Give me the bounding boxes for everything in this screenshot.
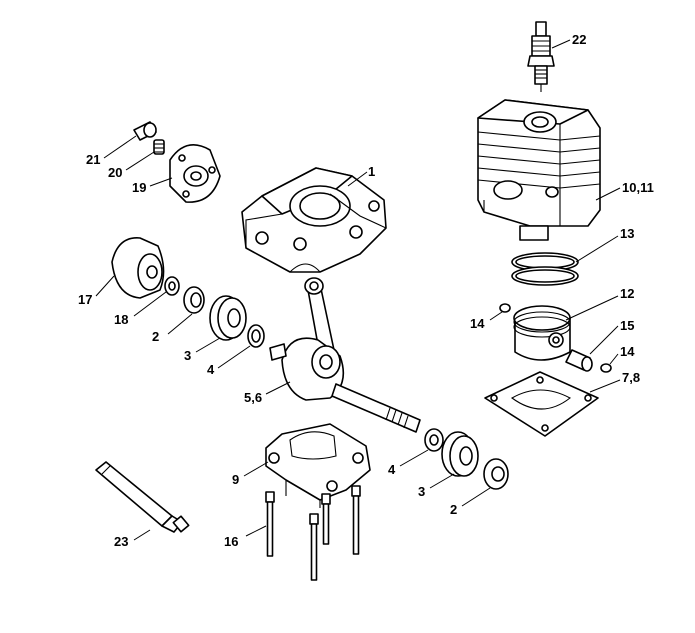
leader-14a (489, 311, 503, 321)
circlip-part (499, 303, 612, 373)
piston-part (513, 305, 571, 361)
leader-16 (245, 525, 267, 537)
callout-3-right: 3 (418, 484, 425, 499)
leader-2a (167, 313, 193, 335)
callout-labels: 1 2 2 3 3 4 4 5,6 7,8 9 10,11 12 13 14 1… (78, 32, 654, 549)
leader-9 (243, 461, 269, 477)
leader-19 (149, 177, 173, 187)
callout-2-right: 2 (450, 502, 457, 517)
callout-14-right: 14 (620, 344, 635, 359)
callout-4-left: 4 (207, 362, 215, 377)
callout-2-left: 2 (152, 329, 159, 344)
leader-1011 (595, 187, 621, 201)
piston-pin-part (565, 349, 593, 372)
screw-3 (321, 493, 331, 545)
leader-22 (551, 39, 571, 49)
banjo-fitting-part (133, 121, 157, 141)
washer-part (164, 276, 180, 296)
callout-13: 13 (620, 226, 634, 241)
callout-23: 23 (114, 534, 128, 549)
callout-16: 16 (224, 534, 238, 549)
callout-3-left: 3 (184, 348, 191, 363)
leader-4b (399, 449, 429, 467)
crankcase-lower-part (265, 423, 371, 508)
screws-part (265, 485, 361, 581)
callout-14-left: 14 (470, 316, 485, 331)
callout-21: 21 (86, 152, 100, 167)
leader-56 (265, 381, 291, 395)
callout-20: 20 (108, 165, 122, 180)
leader-12 (565, 295, 619, 321)
callout-17: 17 (78, 292, 92, 307)
leader-13 (575, 235, 619, 263)
leader-3a (195, 337, 221, 353)
leader-4a (217, 345, 251, 369)
cylinder-part (477, 99, 601, 241)
callout-12: 12 (620, 286, 634, 301)
leader-3b (429, 473, 455, 489)
washer-right-part (424, 428, 444, 452)
callout-4-right: 4 (388, 462, 396, 477)
callout-7-8: 7,8 (622, 370, 640, 385)
leader-2b (461, 487, 491, 507)
callout-9: 9 (232, 472, 239, 487)
screw-2 (309, 513, 319, 581)
crankcase-upper-part (241, 167, 387, 273)
grease-tube-part (95, 461, 190, 533)
leader-18 (133, 291, 167, 317)
leader-21 (103, 135, 137, 159)
ball-bearing-right-part (441, 431, 479, 477)
screw-4 (351, 485, 361, 555)
ball-bearing-left-part (209, 295, 247, 341)
leader-17 (95, 275, 115, 297)
callout-22: 22 (572, 32, 586, 47)
callout-15: 15 (620, 318, 634, 333)
spring-part (153, 139, 165, 155)
screw-1 (265, 491, 275, 557)
callout-19: 19 (132, 180, 146, 195)
cover-plate-part (169, 144, 221, 203)
gasket-part (484, 371, 599, 437)
washer-left-part (247, 324, 265, 348)
oil-seal-right-part (483, 458, 509, 490)
flywheel-part (111, 237, 165, 299)
callout-18: 18 (114, 312, 128, 327)
callout-5-6: 5,6 (244, 390, 262, 405)
piston-rings-part (511, 252, 579, 286)
callout-1: 1 (368, 164, 375, 179)
leader-20 (125, 151, 155, 171)
leader-15 (589, 325, 619, 355)
oil-seal-left-part (183, 286, 205, 314)
leader-lines (95, 39, 621, 541)
leader-23 (133, 529, 151, 541)
spark-plug-part (527, 21, 555, 92)
leader-14b (609, 353, 619, 365)
leader-78 (589, 379, 621, 393)
callout-10-11: 10,11 (622, 180, 654, 195)
leader-1 (347, 171, 368, 187)
crankshaft-part (269, 277, 421, 433)
